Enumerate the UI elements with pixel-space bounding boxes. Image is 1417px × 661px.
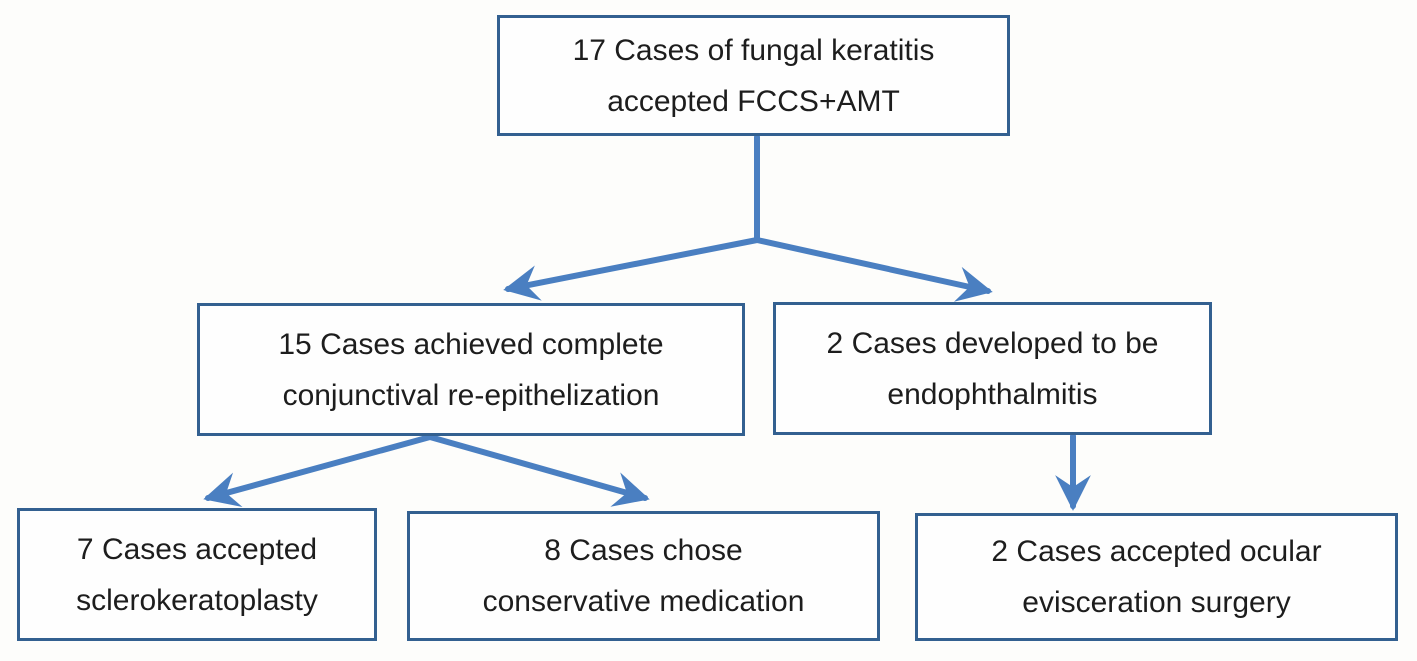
flow-node-reepithelization-line2: conjunctival re-epithelization <box>282 378 660 412</box>
flow-node-sclerokeratoplasty-line1: 7 Cases accepted <box>76 532 318 566</box>
flow-node-endophthalmitis: 2 Cases developed to be endophthalmitis <box>773 302 1212 435</box>
flow-node-evisceration: 2 Cases accepted ocular evisceration sur… <box>915 513 1398 641</box>
flow-node-sclerokeratoplasty: 7 Cases accepted sclerokeratoplasty <box>17 508 377 641</box>
flow-edge-reepithelization-to-conservative <box>427 434 650 507</box>
flow-node-evisceration-line1: 2 Cases accepted ocular <box>991 535 1322 568</box>
flow-node-evisceration-line2: evisceration surgery <box>1022 586 1291 619</box>
flow-node-reepithelization: 15 Cases achieved complete conjunctival … <box>197 303 745 436</box>
flow-node-root-line2: accepted FCCS+AMT <box>607 84 900 118</box>
flow-node-root-line1: 17 Cases of fungal keratitis <box>572 33 935 67</box>
flow-edge-branch-point-to-reepithelization <box>503 237 760 301</box>
flow-node-root: 17 Cases of fungal keratitis accepted FC… <box>497 15 1010 136</box>
flow-node-endophthalmitis-line2: endophthalmitis <box>887 377 1098 411</box>
flow-edge-reepithelization-to-sclerokeratoplasty <box>203 434 433 508</box>
flow-node-conservative-line2: conservative medication <box>482 585 805 618</box>
flow-node-conservative-line1: 8 Cases chose <box>544 534 743 567</box>
flow-node-reepithelization-line1: 15 Cases achieved complete <box>278 327 664 361</box>
flow-edge-branch-point-to-endophthalmitis <box>754 237 993 302</box>
flow-node-sclerokeratoplasty-line2: sclerokeratoplasty <box>76 583 318 617</box>
flow-node-conservative: 8 Cases chose conservative medication <box>407 511 880 641</box>
flow-node-endophthalmitis-line1: 2 Cases developed to be <box>826 326 1159 360</box>
